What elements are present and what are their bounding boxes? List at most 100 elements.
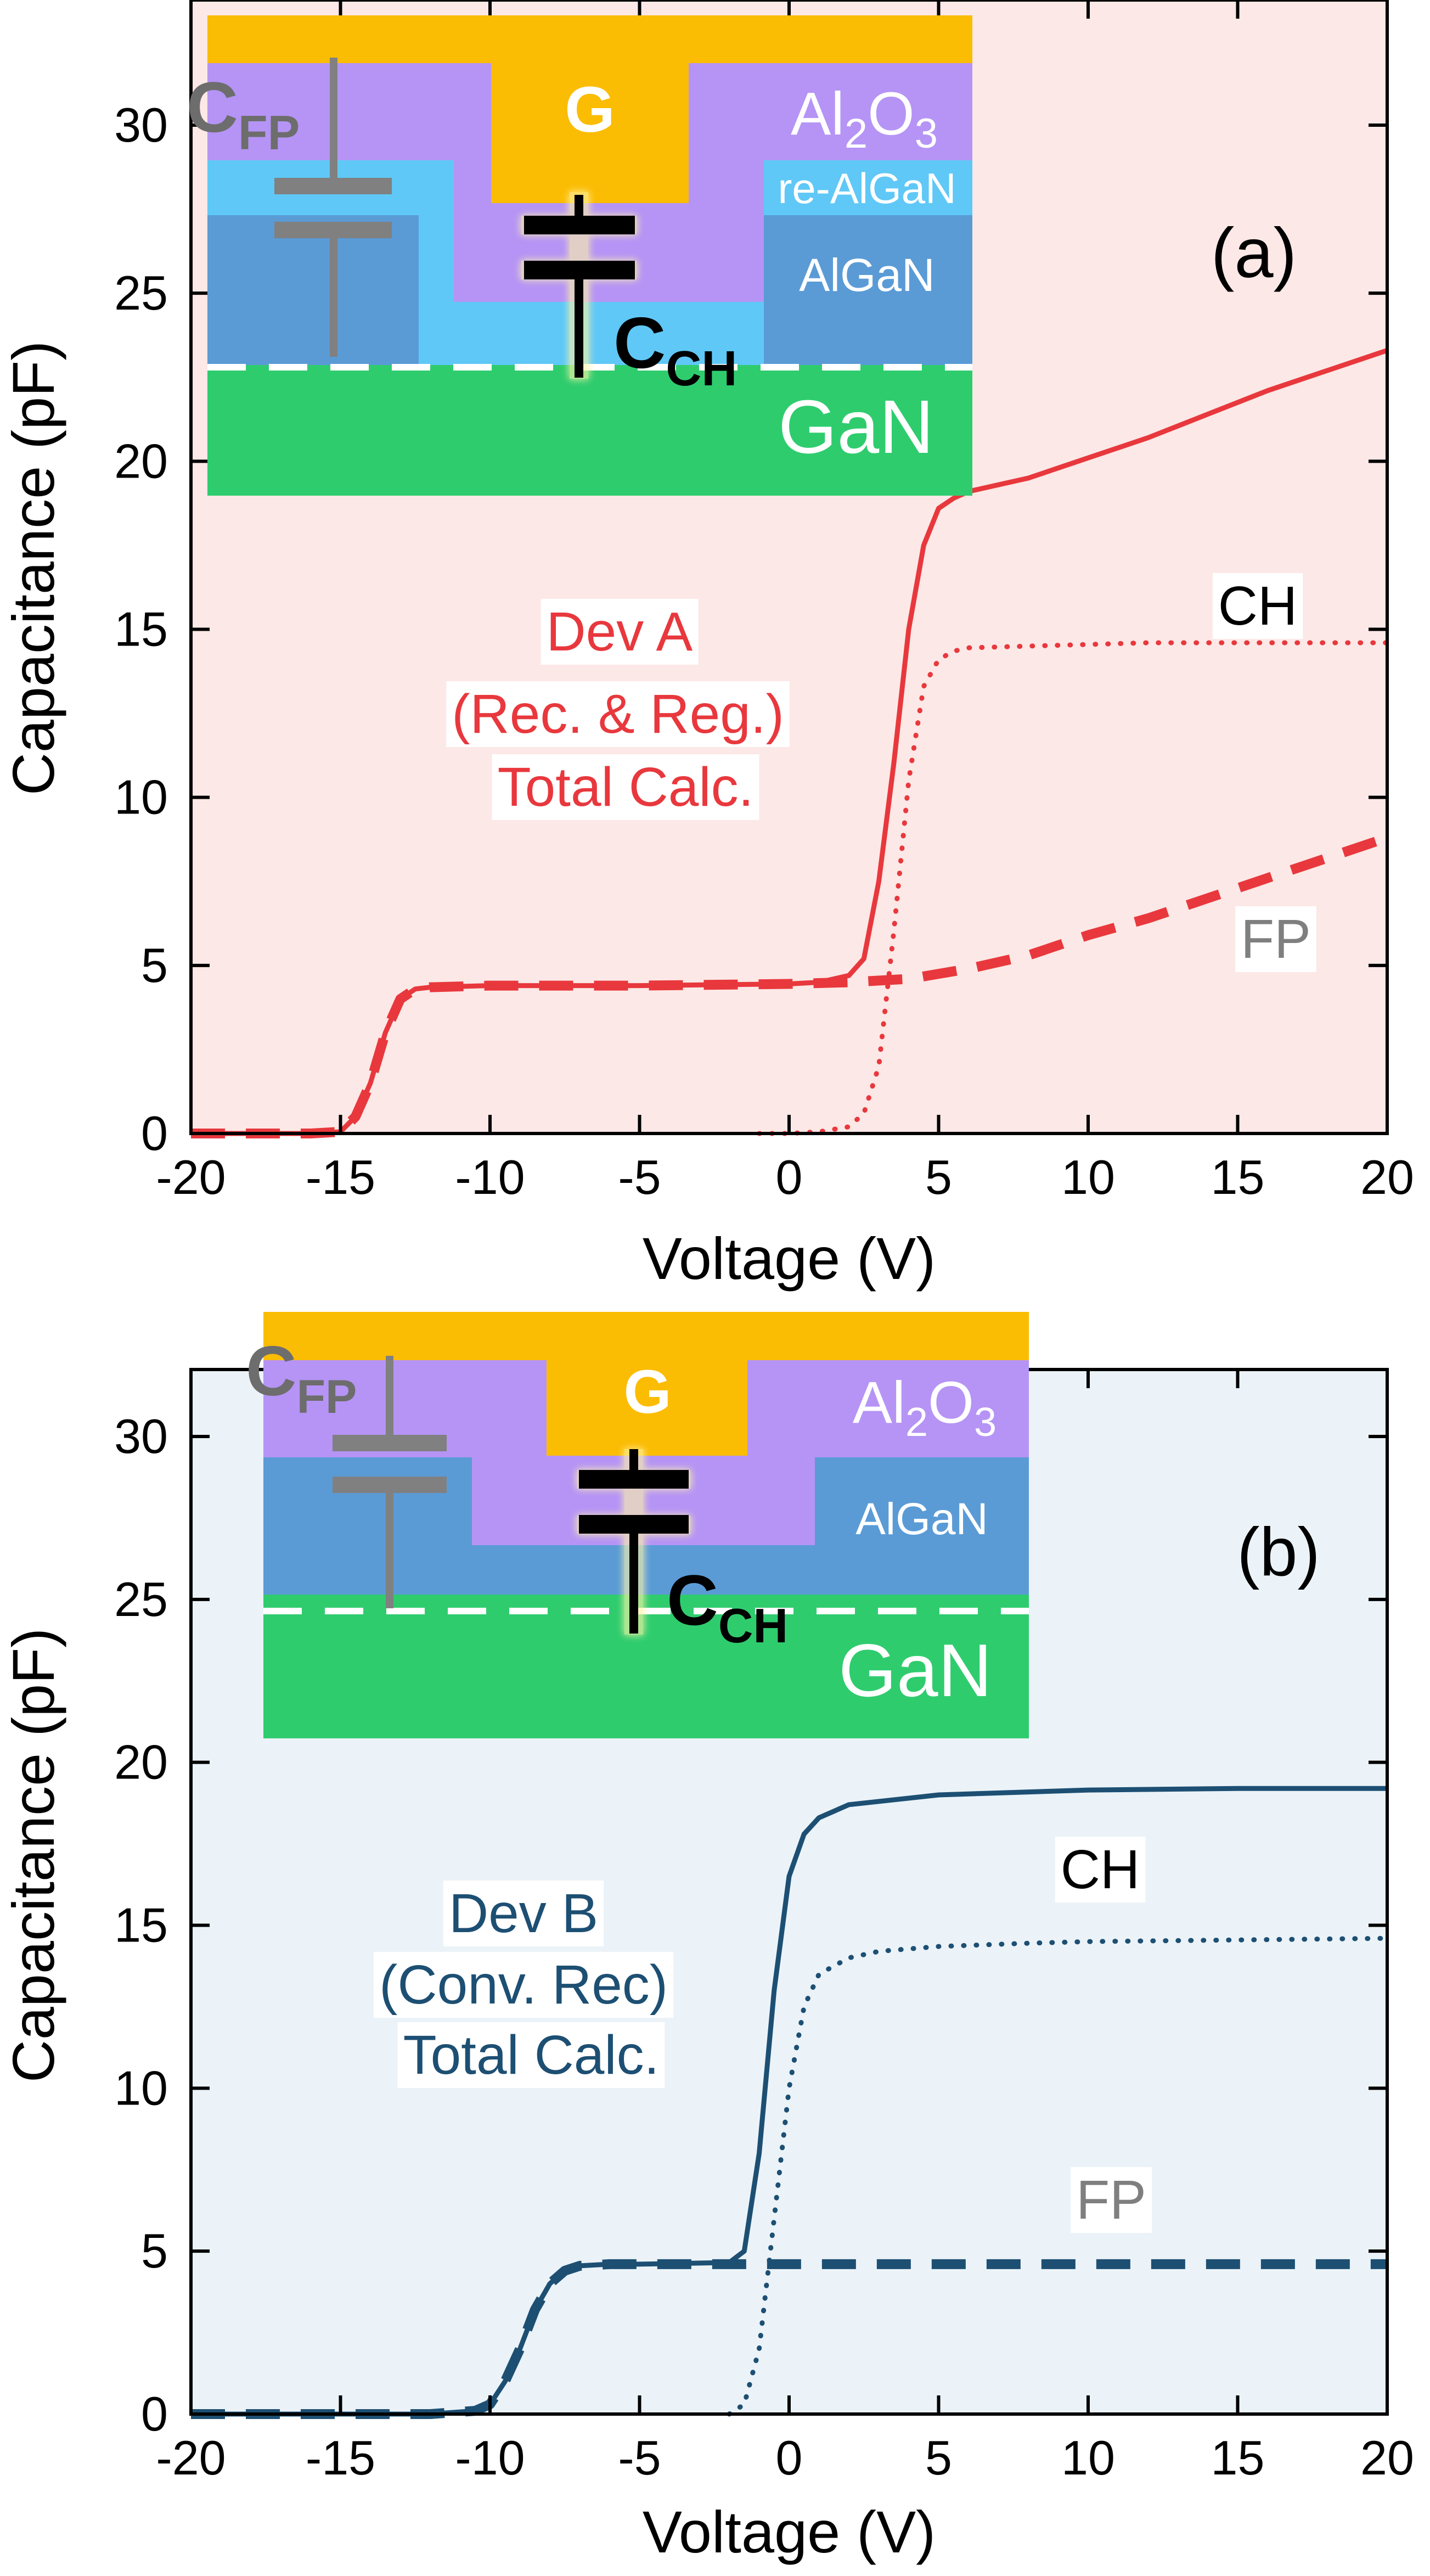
c-fp-sub: FP <box>296 1371 357 1423</box>
x-tick-label: 10 <box>1061 2431 1115 2485</box>
x-tick-label: 0 <box>776 2431 803 2485</box>
annotation-line-2: (Rec. & Reg.) <box>452 683 784 745</box>
fp-label-a: FP <box>1241 908 1311 970</box>
x-tick-label: -15 <box>306 2431 375 2485</box>
ch-label-a: CH <box>1218 575 1297 637</box>
c-fp-main: C <box>246 1332 296 1411</box>
annotation-line-2: (Conv. Rec) <box>379 1954 668 2016</box>
c-fp-label: CFP <box>187 67 300 160</box>
y-tick-label: 30 <box>114 1409 168 1463</box>
y-tick-label: 10 <box>114 2061 168 2115</box>
x-tick-label: -20 <box>156 2431 226 2485</box>
y-tick-label: 20 <box>114 1735 168 1789</box>
x-tick-label: -15 <box>306 1150 375 1204</box>
c-ch-main: C <box>667 1560 718 1640</box>
label-background <box>1235 906 1316 972</box>
panel-label-a: (a) <box>1211 214 1297 293</box>
x-tick-label: -10 <box>455 2431 525 2485</box>
panel-label-b: (b) <box>1237 1514 1320 1590</box>
x-tick-label: -5 <box>618 1150 661 1204</box>
y-tick-label: 0 <box>141 1106 168 1160</box>
y-axis-title-b: Capacitance (pF) <box>0 1628 66 2083</box>
series-ch <box>757 640 1390 1136</box>
c-ch-sub: CH <box>718 1598 788 1653</box>
y-tick-label: 5 <box>141 938 168 992</box>
y-tick-label: 15 <box>114 602 168 656</box>
fp-label-b: FP <box>1076 2169 1146 2231</box>
x-tick-label: 5 <box>925 2431 952 2485</box>
x-tick-label: 5 <box>925 1150 952 1204</box>
series-total-calc <box>191 348 1388 1136</box>
al2o3-sub-3: 3 <box>915 110 938 157</box>
al2o3-label: Al2O3 <box>791 80 938 157</box>
gan-label: GaN <box>778 385 934 469</box>
x-tick-label: -5 <box>618 2431 661 2485</box>
c-ch-label: CCH <box>613 302 737 396</box>
label-background <box>1055 1837 1146 1902</box>
al2o3-sub-2: 2 <box>845 110 868 157</box>
label-background <box>541 599 699 665</box>
al2o3-al: Al <box>791 80 845 148</box>
y-tick-label: 25 <box>114 266 168 320</box>
y-tick-label: 10 <box>114 770 168 824</box>
series-group <box>191 1786 1390 2419</box>
c-fp-label: CFP <box>246 1332 357 1423</box>
series-total-calc <box>191 1786 1387 2417</box>
x-tick-label: -20 <box>156 1150 226 1204</box>
device-inset: CFP CCH G Al2O3 AlGaN GaN <box>246 1312 1029 1738</box>
re-algan-label: re-AlGaN <box>778 164 956 212</box>
gan-layer <box>263 1595 1029 1738</box>
label-background <box>446 681 790 747</box>
ch-capacitor-icon <box>521 192 637 379</box>
x-axis-title-b: Voltage (V) <box>643 2499 936 2565</box>
x-tick-label: 10 <box>1061 1150 1115 1204</box>
y-tick-label: 5 <box>141 2224 168 2278</box>
c-fp-main: C <box>187 67 238 147</box>
gan-layer <box>207 365 972 496</box>
annotation-line-3: Total Calc. <box>403 2024 660 2086</box>
label-background <box>443 1881 604 1946</box>
y-tick-label: 30 <box>114 98 168 152</box>
gan-label: GaN <box>838 1629 992 1712</box>
c-fp-sub: FP <box>238 105 300 160</box>
al2o3-sub-3: 3 <box>974 1399 997 1445</box>
x-tick-label: 15 <box>1211 1150 1265 1204</box>
al2o3-sub-2: 2 <box>905 1399 928 1445</box>
x-axis-title-a: Voltage (V) <box>643 1225 936 1292</box>
algan-label: AlGaN <box>799 249 934 301</box>
annotation-line-1: Dev B <box>449 1883 598 1944</box>
gate-metal <box>207 15 972 203</box>
algan-block-left <box>207 215 419 365</box>
annotation-line-1: Dev A <box>546 601 693 663</box>
label-background <box>397 2022 665 2088</box>
x-tick-label: 15 <box>1211 2431 1265 2485</box>
algan-block-right <box>764 215 972 365</box>
c-ch-sub: CH <box>666 341 737 396</box>
ch-capacitor-icon <box>577 1449 690 1635</box>
al2o3-o: O <box>928 1369 974 1435</box>
x-tick-label: 20 <box>1360 2431 1414 2485</box>
y-tick-label: 20 <box>114 434 168 488</box>
fp-capacitor-icon <box>333 1356 447 1608</box>
c-ch-main: C <box>613 302 666 383</box>
y-tick-label: 0 <box>141 2387 168 2441</box>
gate-metal <box>263 1312 1029 1456</box>
label-background <box>1212 573 1303 639</box>
y-tick-label: 15 <box>114 1898 168 1952</box>
al2o3-al: Al <box>853 1369 905 1435</box>
label-background <box>492 754 759 820</box>
series-ch <box>727 1935 1390 2417</box>
series-group <box>191 348 1390 1138</box>
fp-capacitor-icon <box>274 58 392 357</box>
x-tick-label: -10 <box>455 1150 525 1204</box>
c-ch-label: CCH <box>667 1560 788 1653</box>
gate-label: G <box>565 74 615 146</box>
label-background <box>1071 2167 1152 2233</box>
device-inset: CFP CCH G Al2O3 re-AlGaN AlGaN GaN <box>187 15 972 496</box>
algan-label: AlGaN <box>855 1494 988 1544</box>
